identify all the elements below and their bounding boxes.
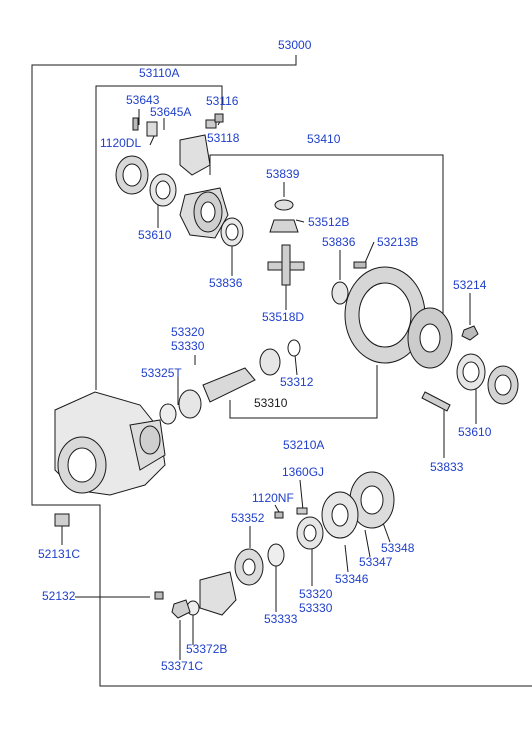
ring-bolt <box>353 261 367 269</box>
bearing-caps <box>115 134 211 207</box>
part-label-53836-a[interactable]: 53836 <box>209 276 243 290</box>
part-label-53836-b[interactable]: 53836 <box>322 235 356 249</box>
part-label-1120NF[interactable]: 1120NF <box>252 491 294 505</box>
pinion-gear <box>269 219 299 233</box>
bolt-52131C <box>54 513 70 527</box>
bolt-52132 <box>154 591 164 600</box>
small-fasteners-top <box>132 113 224 137</box>
part-label-53110A[interactable]: 53110A <box>139 66 180 80</box>
bolt-53833 <box>421 391 451 412</box>
part-label-53320-b[interactable]: 53320 <box>299 587 333 601</box>
differential-case <box>179 187 229 239</box>
part-label-53512B[interactable]: 53512B <box>308 215 350 229</box>
bracket-53210A <box>229 365 378 419</box>
part-label-53346[interactable]: 53346 <box>335 572 369 586</box>
part-label-53325T[interactable]: 53325T <box>141 366 182 380</box>
part-label-53214[interactable]: 53214 <box>453 278 487 292</box>
part-label-53643[interactable]: 53643 <box>126 93 160 107</box>
part-label-53210A[interactable]: 53210A <box>283 438 325 452</box>
part-label-53372B[interactable]: 53372B <box>186 642 228 656</box>
part-label-53213B[interactable]: 53213B <box>377 235 419 249</box>
part-label-1120DL[interactable]: 1120DL <box>100 136 142 150</box>
part-label-52132[interactable]: 52132 <box>42 589 76 603</box>
part-label-53333[interactable]: 53333 <box>264 612 298 626</box>
pinion-washer <box>274 199 294 211</box>
part-label-53320-a[interactable]: 53320 <box>171 325 205 339</box>
part-label-1360GJ[interactable]: 1360GJ <box>282 465 325 479</box>
part-label-53645A[interactable]: 53645A <box>150 105 192 119</box>
side-washer <box>331 281 349 305</box>
part-label-53312[interactable]: 53312 <box>280 375 314 389</box>
part-label-53410[interactable]: 53410 <box>307 132 341 146</box>
cross-shaft <box>267 244 305 286</box>
part-label-53839[interactable]: 53839 <box>266 167 300 181</box>
part-label-53610-b[interactable]: 53610 <box>458 425 492 439</box>
part-label-53330-a[interactable]: 53330 <box>171 339 205 353</box>
part-label-53347[interactable]: 53347 <box>359 555 393 569</box>
part-label-52131C[interactable]: 52131C <box>38 547 81 561</box>
frame-53000 <box>31 55 532 687</box>
part-label-53610-a[interactable]: 53610 <box>138 228 172 242</box>
part-label-53833[interactable]: 53833 <box>430 460 464 474</box>
ring-gear <box>344 266 453 369</box>
bracket-53110A <box>95 85 223 390</box>
part-label-53000[interactable]: 53000 <box>278 38 312 52</box>
part-label-53330-b[interactable]: 53330 <box>299 601 333 615</box>
nut-53214 <box>461 325 479 341</box>
lower-assembly <box>171 471 395 619</box>
part-label-53116[interactable]: 53116 <box>206 94 239 108</box>
part-label-53518D[interactable]: 53518D <box>262 310 305 324</box>
drive-pinion <box>159 339 301 425</box>
part-label-53371C[interactable]: 53371C <box>161 659 204 673</box>
part-label-53352[interactable]: 53352 <box>231 511 265 525</box>
part-label-53348[interactable]: 53348 <box>381 541 415 555</box>
part-label-53118[interactable]: 53118 <box>207 131 240 145</box>
carrier-housing <box>54 391 166 496</box>
part-label-53310[interactable]: 53310 <box>254 396 288 410</box>
